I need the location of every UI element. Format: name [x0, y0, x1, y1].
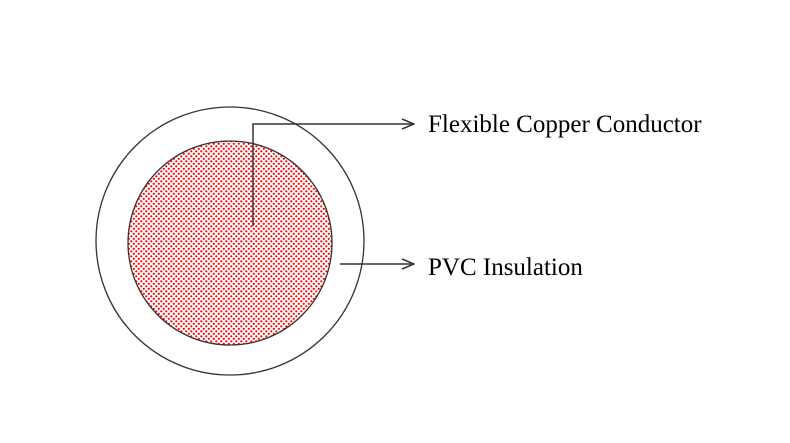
copper-conductor-circle — [127, 140, 333, 346]
conductor-label: Flexible Copper Conductor — [428, 111, 702, 138]
insulation-label: PVC Insulation — [428, 254, 583, 281]
conductor-leader-arrow — [252, 124, 414, 226]
